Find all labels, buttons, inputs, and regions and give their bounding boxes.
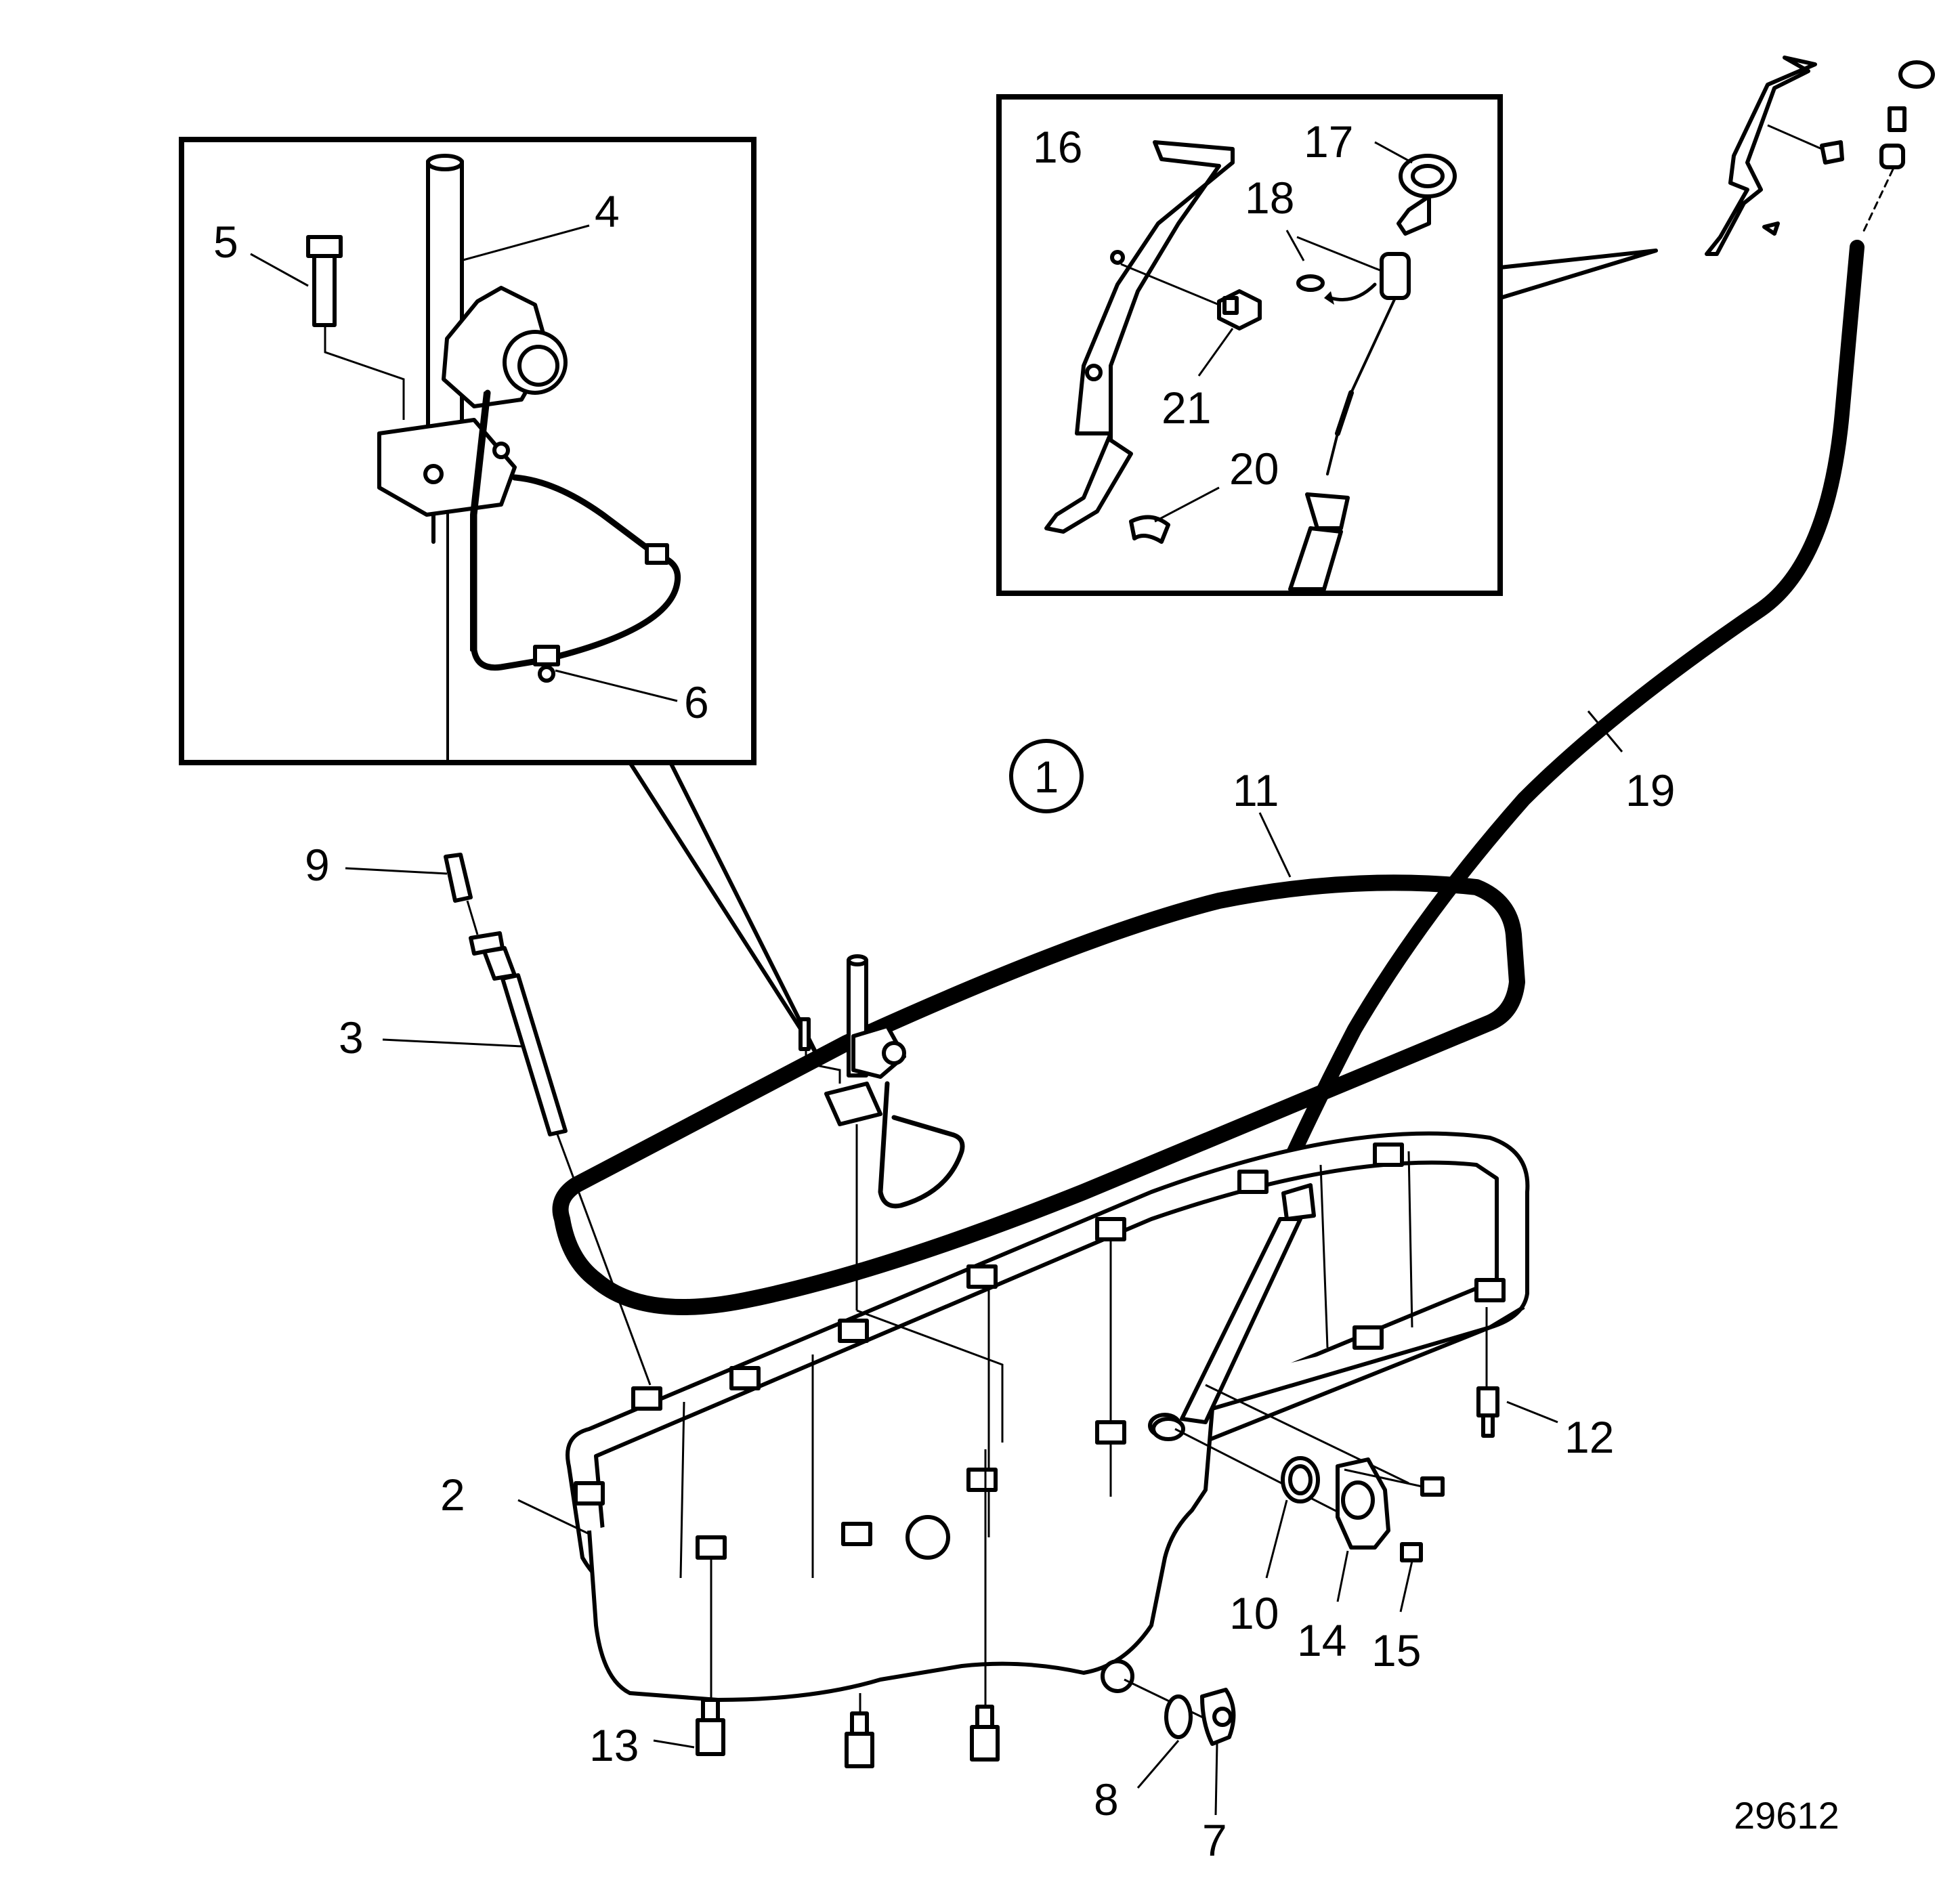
callout-14: 14: [1297, 1615, 1346, 1665]
dipstick-tube-lower: [1151, 1183, 1316, 1441]
callout-21: 21: [1162, 383, 1211, 433]
callout-16: 16: [1033, 122, 1082, 172]
gasket-11: 11: [552, 765, 1525, 1315]
detail-box-dipstick: 16 17 18 21 20: [996, 94, 1658, 596]
detail-box-oil-pickup: 5 4 6: [179, 137, 818, 1055]
dipstick-3: 9 3: [305, 840, 652, 1386]
callout-8: 8: [1094, 1774, 1119, 1824]
upper-bracket-parts: [1705, 56, 1935, 256]
plug-12: 12: [1476, 1307, 1614, 1462]
wire-clip-upper: [645, 543, 669, 565]
callout-2: 2: [440, 1470, 465, 1520]
side-cover-parts: 10 14 15: [1174, 1384, 1445, 1676]
plug-13-group: 13: [589, 1449, 1000, 1770]
callout-19: 19: [1625, 765, 1675, 815]
oil-pan-2: 2: [440, 1131, 1530, 1702]
callout-7: 7: [1202, 1815, 1227, 1865]
callout-11: 11: [1233, 765, 1279, 815]
callout-4: 4: [595, 186, 620, 236]
view-marker: 1: [1009, 739, 1084, 813]
callout-18: 18: [1245, 173, 1294, 223]
dipstick-handle-17-detail: [1374, 141, 1457, 236]
callout-20: 20: [1229, 444, 1279, 494]
callout-3: 3: [339, 1012, 364, 1063]
callout-13: 13: [589, 1720, 639, 1770]
figure-number: 29612: [1734, 1794, 1839, 1837]
flange-tabs: [574, 1143, 1506, 1560]
callout-12: 12: [1564, 1412, 1614, 1462]
dipstick-tube-end-detail: [1288, 492, 1350, 591]
callout-10: 10: [1229, 1588, 1279, 1638]
callout-6: 6: [684, 677, 709, 727]
sensor-wire-detail: [471, 389, 681, 671]
bolt-5-detail: [306, 235, 405, 420]
bolt-21-detail: [1120, 263, 1262, 377]
oring-18-detail: [1285, 230, 1411, 305]
wire-clip-6: [533, 645, 560, 683]
callout-17: 17: [1304, 116, 1353, 167]
view-marker-label: 1: [1034, 752, 1059, 802]
oil-pickup-assembly: [798, 954, 1004, 1443]
callout-5: 5: [213, 217, 238, 267]
bracket-16-detail: [1044, 140, 1235, 534]
oil-sensor-detail: [377, 286, 568, 544]
clip-20-detail: [1129, 486, 1220, 544]
callout-15: 15: [1371, 1625, 1421, 1676]
callout-9: 9: [305, 840, 330, 890]
drain-plug-parts: 8 7: [1094, 1678, 1236, 1865]
